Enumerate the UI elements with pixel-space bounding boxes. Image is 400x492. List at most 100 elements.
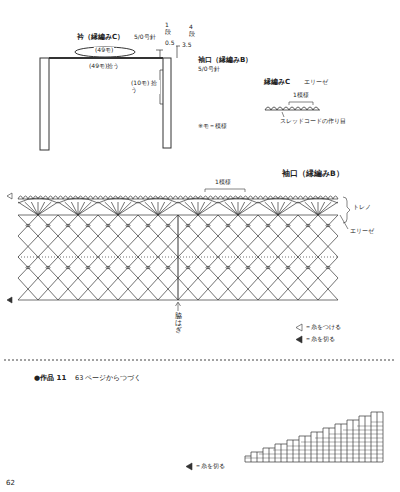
- lattice-stitch: [58, 215, 78, 300]
- chain-mark: [206, 266, 210, 268]
- garment-schematic: [40, 46, 180, 150]
- edging-c-chart: [265, 102, 320, 117]
- fan-stitch: [318, 202, 319, 215]
- label-text: 袖口（縁編みB）: [281, 170, 345, 179]
- fan-stitch: [158, 202, 171, 215]
- fan-stitch: [31, 202, 38, 215]
- fan-stitch: [158, 202, 159, 215]
- chain-mark: [106, 266, 110, 268]
- row-line: [273, 450, 383, 451]
- legend-text: ＝糸をつける: [304, 324, 342, 331]
- chain-mark: [326, 224, 330, 226]
- row-step: [371, 412, 377, 416]
- picot: [223, 196, 228, 199]
- chain-mark: [286, 266, 290, 268]
- stitch-column: [371, 416, 372, 462]
- lattice-stitch: [198, 215, 218, 300]
- lattice-stitch: [118, 215, 138, 300]
- chain-mark: [266, 266, 270, 268]
- chain-mark: [266, 224, 270, 226]
- label-text: 1段: [165, 22, 171, 35]
- chain-mark: [46, 266, 50, 268]
- chain-mark: [186, 224, 190, 226]
- chain-mark: [66, 224, 70, 226]
- chain-mark: [126, 266, 130, 268]
- fan-stitch: [225, 202, 238, 215]
- stitch-column: [251, 456, 252, 462]
- fan-stitch: [78, 202, 79, 215]
- fan-stitch: [198, 202, 218, 215]
- picot: [23, 196, 28, 199]
- label-text: 1模様: [214, 179, 232, 186]
- fan-stitch: [311, 202, 318, 215]
- fan-stitch: [98, 202, 118, 215]
- lattice-stitch: [298, 215, 318, 300]
- picot-row: [265, 107, 319, 110]
- repeat-bracket: [245, 189, 246, 192]
- label-text: 1模様: [292, 92, 310, 99]
- row-step: [311, 432, 317, 436]
- lattice-stitch: [38, 215, 58, 300]
- chain-mark: [326, 266, 330, 268]
- picot: [168, 196, 173, 199]
- lattice-stitch: [18, 215, 38, 300]
- row-step: [281, 444, 287, 445]
- fan-stitch: [158, 202, 178, 215]
- row-step: [317, 432, 323, 433]
- chain-mark: [206, 224, 210, 226]
- lattice-stitch: [278, 215, 298, 300]
- fan-stitch: [185, 202, 198, 215]
- row-line: [301, 442, 383, 443]
- seam-arrow: [178, 303, 179, 311]
- label-text: 0.5: [164, 40, 176, 47]
- fan-stitch: [138, 202, 158, 215]
- seam-arrow: [176, 302, 181, 306]
- lattice-stitch: [118, 215, 138, 300]
- fan-stitch: [318, 202, 331, 215]
- row-line: [18, 199, 338, 200]
- row-step: [269, 448, 275, 449]
- fan-stitch: [318, 202, 338, 215]
- fan-stitch: [198, 202, 211, 215]
- row-step: [299, 436, 305, 440]
- fan-stitch: [238, 202, 258, 215]
- row-step: [347, 420, 353, 424]
- lattice-stitch: [298, 215, 318, 300]
- fan-stitch: [118, 202, 131, 215]
- row-step: [287, 440, 293, 444]
- fan-stitch: [145, 202, 158, 215]
- picot: [178, 196, 183, 199]
- row-line: [245, 462, 383, 463]
- label-text: (49モ): [94, 47, 114, 54]
- row-step: [245, 456, 251, 457]
- fan-stitch: [18, 202, 38, 215]
- stitch-column: [293, 440, 294, 462]
- fan-stitch: [118, 202, 119, 215]
- lattice-stitch: [78, 215, 98, 300]
- fan-stitch: [305, 202, 318, 215]
- lattice-stitch: [98, 215, 118, 300]
- label-text: 袖口（縁編みB）: [197, 56, 253, 64]
- legend-text: ＝糸を切る: [304, 336, 336, 343]
- lattice-stitch: [58, 215, 78, 300]
- edging-b-chart: [18, 196, 338, 300]
- fan-stitch: [78, 202, 91, 215]
- chart-annotations: [7, 189, 350, 470]
- label-text: 62: [5, 479, 16, 487]
- picot: [128, 196, 133, 199]
- picot: [58, 196, 63, 199]
- repeat-bracket: [289, 102, 290, 105]
- fan-stitch: [58, 202, 78, 215]
- stitch-column: [353, 420, 354, 462]
- label-text: 4段: [189, 24, 195, 37]
- fan-stitch: [71, 202, 78, 215]
- picot: [258, 196, 263, 199]
- fan-stitch: [178, 202, 198, 215]
- lattice-stitch: [258, 215, 278, 300]
- fan-stitch: [218, 202, 238, 215]
- label-text: 衿（縁編みC）: [76, 33, 125, 41]
- legend-join-mark: [296, 324, 302, 331]
- fan-stitch: [278, 202, 291, 215]
- lattice-stitch: [138, 215, 158, 300]
